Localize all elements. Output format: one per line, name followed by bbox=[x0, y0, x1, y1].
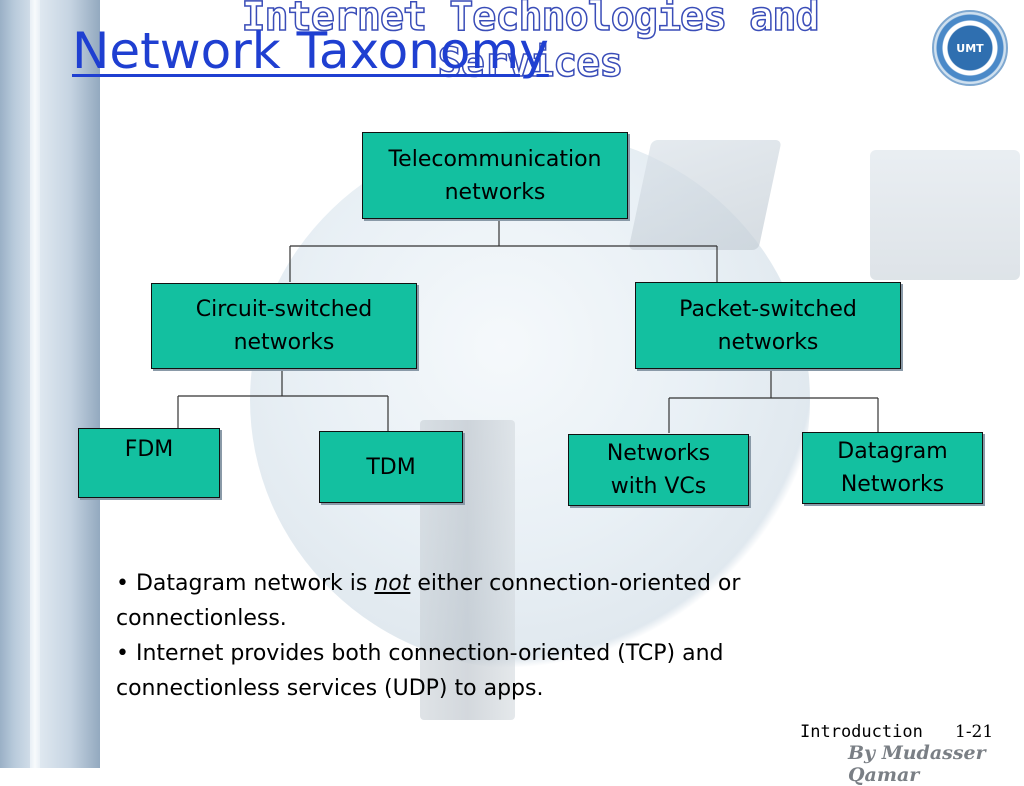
university-logo-icon: UMT bbox=[932, 10, 1008, 86]
bullet-2: • Internet provides both connection-orie… bbox=[116, 641, 724, 701]
tree-connectors bbox=[177, 218, 879, 433]
node-networks-with-vcs: Networks with VCs bbox=[568, 434, 749, 506]
node-datagram-networks: Datagram Networks bbox=[802, 432, 983, 504]
logo-text: UMT bbox=[956, 41, 984, 55]
node-tdm: TDM bbox=[319, 431, 463, 503]
bullet-1: • Datagram network is not either connect… bbox=[116, 571, 741, 631]
banner-title: Internet Technologies and Services bbox=[241, 0, 821, 87]
node-fdm: FDM bbox=[78, 428, 220, 498]
node-packet-switched-networks: Packet-switched networks bbox=[635, 282, 901, 369]
background-monitor bbox=[870, 150, 1020, 280]
left-decorative-bar bbox=[0, 0, 100, 768]
footer-author-signature: By Mudasser Qamar bbox=[848, 742, 986, 786]
footer-page-number: 1-21 bbox=[955, 722, 994, 742]
footer-section: Introduction bbox=[800, 722, 923, 742]
bullet-list: • Datagram network is not either connect… bbox=[116, 566, 876, 706]
slide-title: Network Taxonomy bbox=[72, 22, 549, 80]
emphasis-not: not bbox=[374, 571, 411, 596]
node-circuit-switched-networks: Circuit-switched networks bbox=[151, 283, 417, 369]
node-telecommunication-networks: Telecommunication networks bbox=[362, 132, 628, 219]
